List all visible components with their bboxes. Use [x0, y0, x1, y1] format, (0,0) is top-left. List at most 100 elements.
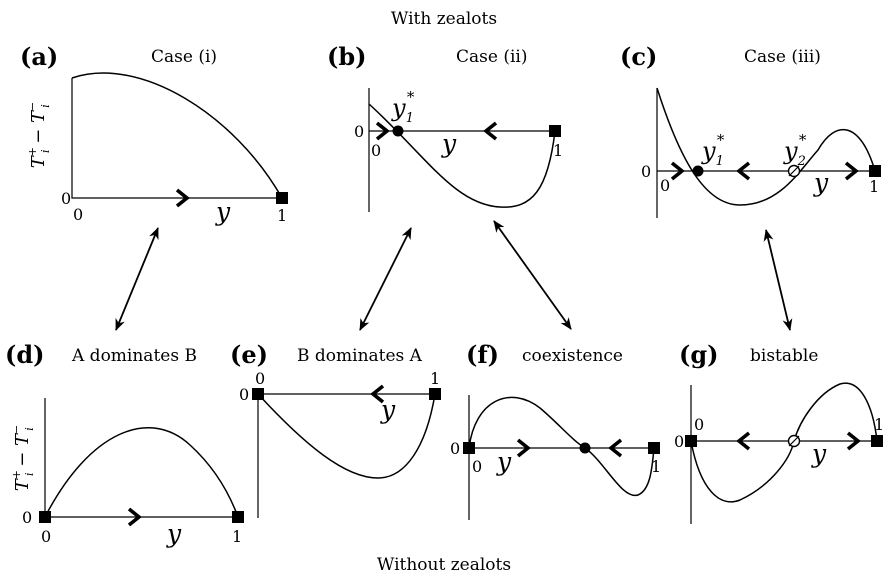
panel-c-xvar: y — [813, 168, 829, 197]
panel-f-title: coexistence — [522, 346, 623, 366]
ylabel-d-t2: T — [12, 432, 33, 446]
svg-text:T+i − T−i: T+i − T−i — [10, 425, 36, 492]
panel-a-x1-tick: 1 — [277, 206, 287, 225]
panel-b-endpoint-1 — [549, 125, 561, 137]
ylabel-d-t1: T — [12, 477, 33, 491]
panel-f: (f) coexistence 0 0 1 y — [450, 340, 661, 520]
panel-b-y1star: y1* — [391, 88, 415, 126]
panel-e-y0-tick: 0 — [239, 385, 249, 404]
panel-c-x0-tick: 0 — [660, 176, 670, 195]
panel-d-axes — [44, 398, 238, 518]
panel-e-flow-arrow — [370, 384, 385, 404]
panel-a: (a) Case (i) T+i − T−i 0 0 1 y — [20, 42, 288, 226]
panel-f-x0-tick: 0 — [472, 457, 482, 476]
heading-with-zealots: With zealots — [391, 9, 497, 29]
panel-a-ylabel: T+i − T−i — [26, 102, 52, 169]
panel-g-flow-arrow-left — [736, 431, 751, 451]
panel-f-xvar: y — [496, 447, 512, 476]
panel-e: (e) B dominates A 0 0 1 y — [230, 340, 441, 518]
panel-f-flow-arrow-right — [608, 438, 623, 458]
link-b-to-e — [359, 227, 412, 331]
panel-a-axes — [71, 78, 282, 199]
ylabel-d-s2: i — [23, 427, 36, 431]
panel-e-x0-tick: 0 — [255, 369, 265, 388]
panel-g-x1-tick: 1 — [874, 415, 884, 434]
panel-g-curve — [690, 382, 878, 503]
panel-b: (b) Case (ii) 0 0 1 y y1* — [327, 42, 563, 212]
panel-c-x1-tick: 1 — [869, 177, 879, 196]
panel-a-curve — [71, 72, 283, 199]
panel-g-unstable-slash — [788, 435, 800, 447]
svg-text:T+i − T−i: T+i − T−i — [26, 102, 52, 169]
panel-c-letter: (c) — [620, 42, 657, 71]
panel-e-xvar: y — [380, 395, 396, 424]
panel-b-x1-tick: 1 — [553, 141, 563, 160]
panel-d-flow-arrow — [127, 507, 142, 527]
panel-g-endpoint-1 — [871, 435, 883, 447]
panel-b-xvar: y — [441, 129, 457, 158]
panel-b-flow-arrow-left — [375, 121, 390, 141]
panel-g-xvar: y — [811, 439, 827, 468]
panel-e-letter: (e) — [230, 340, 268, 369]
panel-g-endpoint-0 — [685, 435, 697, 447]
panel-c-flow-arrow-right — [844, 161, 859, 181]
panel-a-y0-tick: 0 — [61, 189, 71, 208]
panel-d-xvar: y — [166, 519, 182, 548]
panel-c-unstable-slash — [788, 165, 800, 177]
panel-d-y0-tick: 0 — [22, 508, 32, 527]
panel-c: (c) Case (iii) 0 0 1 y y1* y2* — [620, 42, 881, 218]
panel-e-endpoint-0 — [252, 388, 264, 400]
panel-d-x0-tick: 0 — [41, 527, 51, 546]
panel-a-x0-tick: 0 — [73, 205, 83, 224]
ylabel-a-s2: i — [39, 104, 52, 108]
panel-e-endpoint-1 — [429, 388, 441, 400]
panel-f-stable-point — [579, 442, 591, 454]
panel-b-letter: (b) — [327, 42, 367, 71]
ylabel-a-s1: i — [39, 150, 52, 154]
panel-c-endpoint-1 — [869, 165, 881, 177]
panel-d-endpoint-0 — [39, 511, 51, 523]
panel-g-y0-tick: 0 — [674, 432, 684, 451]
panel-f-endpoint-1 — [648, 442, 660, 454]
panel-g-title: bistable — [750, 346, 818, 366]
panel-c-y0-tick: 0 — [641, 162, 651, 181]
panel-c-y1star: y1* — [701, 131, 725, 169]
panel-f-endpoint-0 — [463, 442, 475, 454]
panel-e-x1-tick: 1 — [430, 369, 440, 388]
panel-d-endpoint-1 — [232, 511, 244, 523]
panel-c-title: Case (iii) — [744, 47, 821, 67]
panel-b-curve — [368, 103, 556, 208]
panel-c-flow-arrow-left — [670, 161, 685, 181]
panel-d-x1-tick: 1 — [232, 527, 242, 546]
panel-b-flow-arrow-right — [483, 121, 498, 141]
panel-f-letter: (f) — [466, 340, 499, 369]
panel-g-letter: (g) — [679, 340, 719, 369]
panel-d-letter: (d) — [5, 340, 45, 369]
heading-without-zealots: Without zealots — [377, 555, 511, 575]
panel-g: (g) bistable 0 0 1 y — [674, 340, 884, 524]
panel-f-x1-tick: 1 — [651, 457, 661, 476]
link-a-to-d — [115, 227, 159, 331]
panel-c-y2star: y2* — [783, 131, 807, 169]
panel-g-x0-tick: 0 — [694, 415, 704, 434]
panel-a-xvar: y — [215, 197, 231, 226]
panel-e-curve — [257, 393, 436, 479]
ylabel-a-t2: T — [28, 109, 49, 123]
ylabel-a-t1: T — [28, 154, 49, 168]
panel-b-y0-tick: 0 — [354, 122, 364, 141]
panel-f-y0-tick: 0 — [450, 439, 460, 458]
panel-d-ylabel: T+i − T−i — [10, 425, 36, 492]
link-c-to-g — [763, 229, 793, 331]
link-b-to-f — [493, 220, 572, 330]
panel-a-endpoint-1 — [276, 192, 288, 204]
panel-d-title: A dominates B — [71, 346, 197, 366]
panel-a-letter: (a) — [20, 42, 58, 71]
ylabel-d-s1: i — [23, 473, 36, 477]
panel-b-title: Case (ii) — [456, 47, 527, 67]
connector-arrows — [115, 220, 793, 331]
panel-c-flow-arrow-middle — [736, 161, 751, 181]
panel-c-stable-point — [692, 165, 704, 177]
panel-d-curve — [44, 427, 239, 518]
